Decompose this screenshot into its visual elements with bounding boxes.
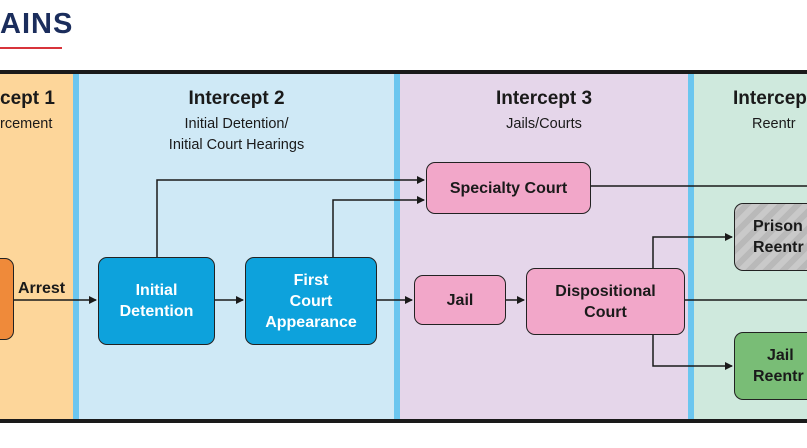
jail-reentry-line2: Reentr (753, 368, 804, 385)
specialty-court-node: Specialty Court (426, 162, 591, 214)
intercept-4-title: Intercep (733, 88, 807, 109)
intercept-1-subtitle: rcement (0, 116, 53, 132)
first-court-line2: Court (289, 292, 333, 310)
intercept-3-subtitle: Jails/Courts (506, 116, 582, 132)
jail-label: Jail (446, 291, 474, 309)
specialty-court-label: Specialty Court (449, 179, 568, 197)
jail-reentry-node: Jail Reentr (734, 332, 807, 400)
arrest-label: Arrest (18, 280, 66, 297)
intercept-divider (73, 74, 79, 419)
logo-underline (0, 47, 62, 49)
dispositional-court-line1: Dispositional (555, 282, 656, 300)
logo-text: AINS (0, 8, 74, 40)
arrow-dispositional-court-to-prison-reentry (652, 233, 733, 268)
first-court-line1: First (293, 271, 329, 289)
jail-node: Jail (414, 275, 506, 325)
intercept-3-title: Intercept 3 (495, 88, 593, 109)
intercept-4-subtitle: Reentr (752, 116, 796, 132)
initial-detention-line1: Initial (135, 282, 178, 299)
dispositional-court-node: Dispositional Court (526, 268, 685, 335)
arrest-node (0, 258, 14, 340)
intercept-divider (688, 74, 694, 419)
intercept-2-subtitle-line1: Initial Detention/ (184, 116, 289, 132)
intercept-2-title: Intercept 2 (188, 88, 285, 109)
first-court-appearance-node: First Court Appearance (245, 257, 377, 345)
intercept-1-title: cept 1 (0, 88, 55, 109)
jail-reentry-line1: Jail (767, 347, 794, 364)
arrow-first-court-to-specialty-court (332, 196, 425, 257)
first-court-line3: Appearance (265, 313, 357, 331)
intercept-3-band (400, 74, 688, 419)
intercept-1-band (0, 74, 73, 419)
initial-detention-node: Initial Detention (98, 257, 215, 345)
dispositional-court-line2: Court (584, 303, 627, 321)
prison-reentry-node: Prison Reentr (734, 203, 807, 271)
intercept-2-band (79, 74, 394, 419)
initial-detention-line2: Detention (119, 303, 194, 320)
arrow-dispositional-court-to-jail-reentry (652, 335, 733, 370)
intercept-divider (394, 74, 400, 419)
prison-reentry-line2: Reentr (753, 239, 804, 256)
prison-reentry-line1: Prison (753, 218, 803, 235)
arrow-initial-detention-to-specialty-court (156, 176, 425, 257)
intercept-2-subtitle-line2: Initial Court Hearings (168, 137, 305, 153)
